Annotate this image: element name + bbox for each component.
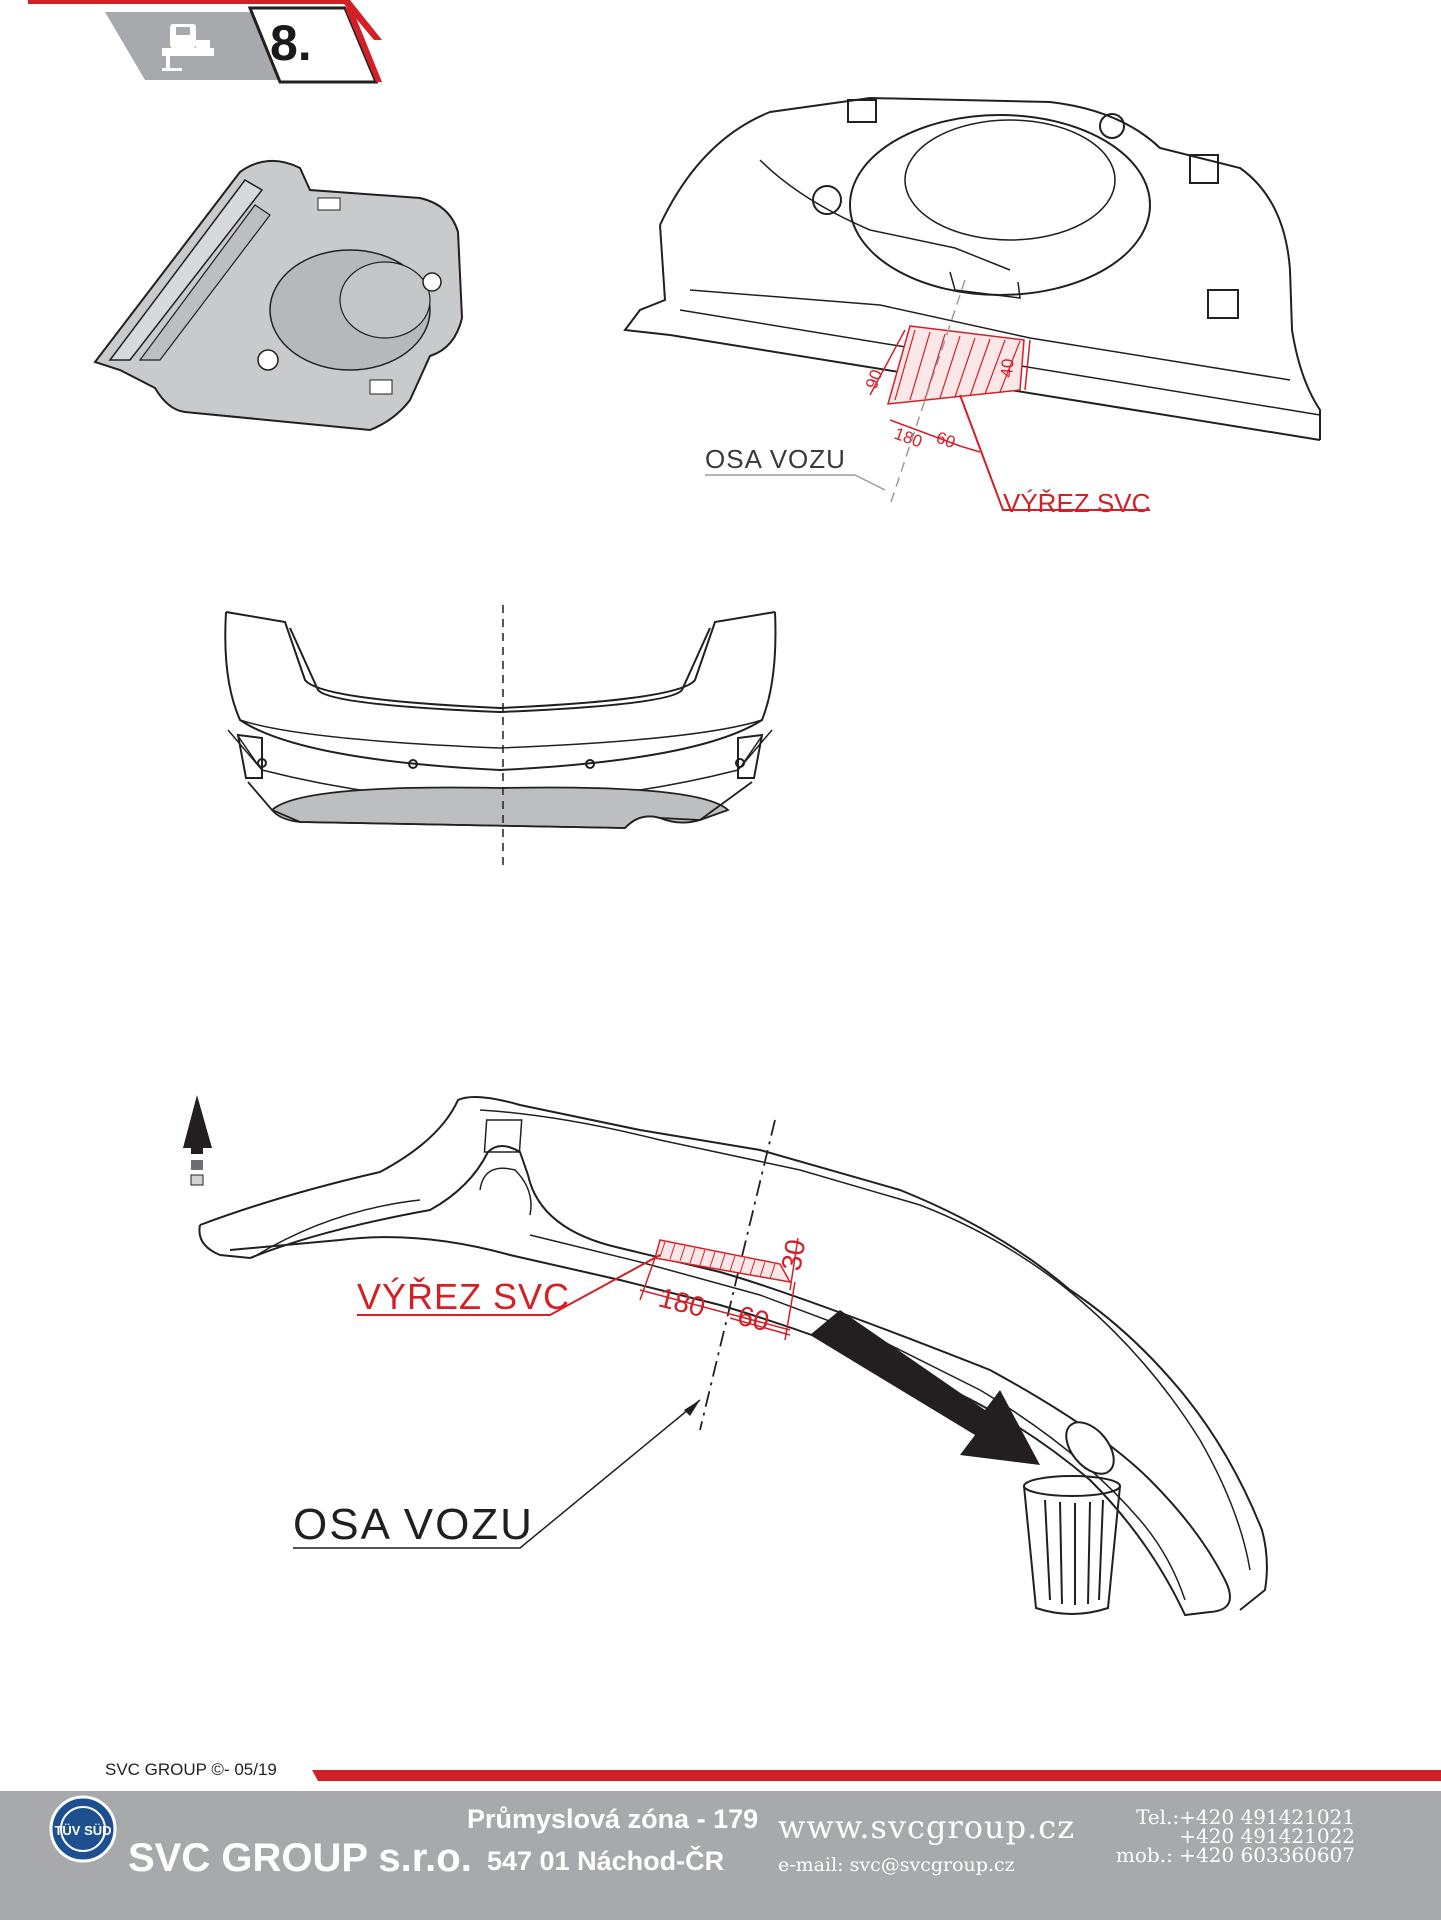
osa-vozu-label-bottom: OSA VOZU — [293, 1500, 534, 1549]
vyrez-svc-label-top: VÝŘEZ SVC — [1003, 488, 1151, 518]
copyright-text: SVC GROUP ©- 05/19 — [105, 1760, 277, 1779]
up-arrow-icon — [183, 1095, 212, 1186]
address-line-2: 547 01 Náchod-ČR — [487, 1846, 725, 1876]
dim-40-top: 40 — [997, 358, 1018, 379]
jigsaw-icon — [162, 24, 214, 71]
footer-band — [0, 1791, 1441, 1920]
dim-60-bottom: 60 — [735, 1300, 773, 1338]
phone-block: Tel.:+420 491421021 +420 491421022 mob.:… — [1095, 1805, 1355, 1867]
trash-can-icon — [1023, 1421, 1121, 1615]
company-name: SVC GROUP s.r.o. — [128, 1836, 472, 1880]
email-link[interactable]: e-mail: svc@svcgroup.cz — [778, 1854, 1015, 1876]
address-line-1: Průmyslová zóna - 179 — [467, 1804, 759, 1834]
tuv-badge-text: TÜV SÜD — [54, 1823, 111, 1838]
phone-1: Tel.:+420 491421021 — [1136, 1805, 1355, 1829]
disposal-arrow-icon — [810, 1310, 1040, 1465]
website-link[interactable]: www.svcgroup.cz — [778, 1808, 1076, 1846]
phone-mobile: mob.: +420 603360607 — [1115, 1843, 1355, 1867]
phone-2: +420 491421022 — [1179, 1824, 1355, 1848]
vyrez-svc-label-bottom: VÝŘEZ SVC — [357, 1276, 571, 1317]
osa-vozu-label-top: OSA VOZU — [705, 444, 846, 474]
step-number: 8. — [270, 15, 312, 71]
dim-30-bottom: 30 — [775, 1237, 811, 1273]
